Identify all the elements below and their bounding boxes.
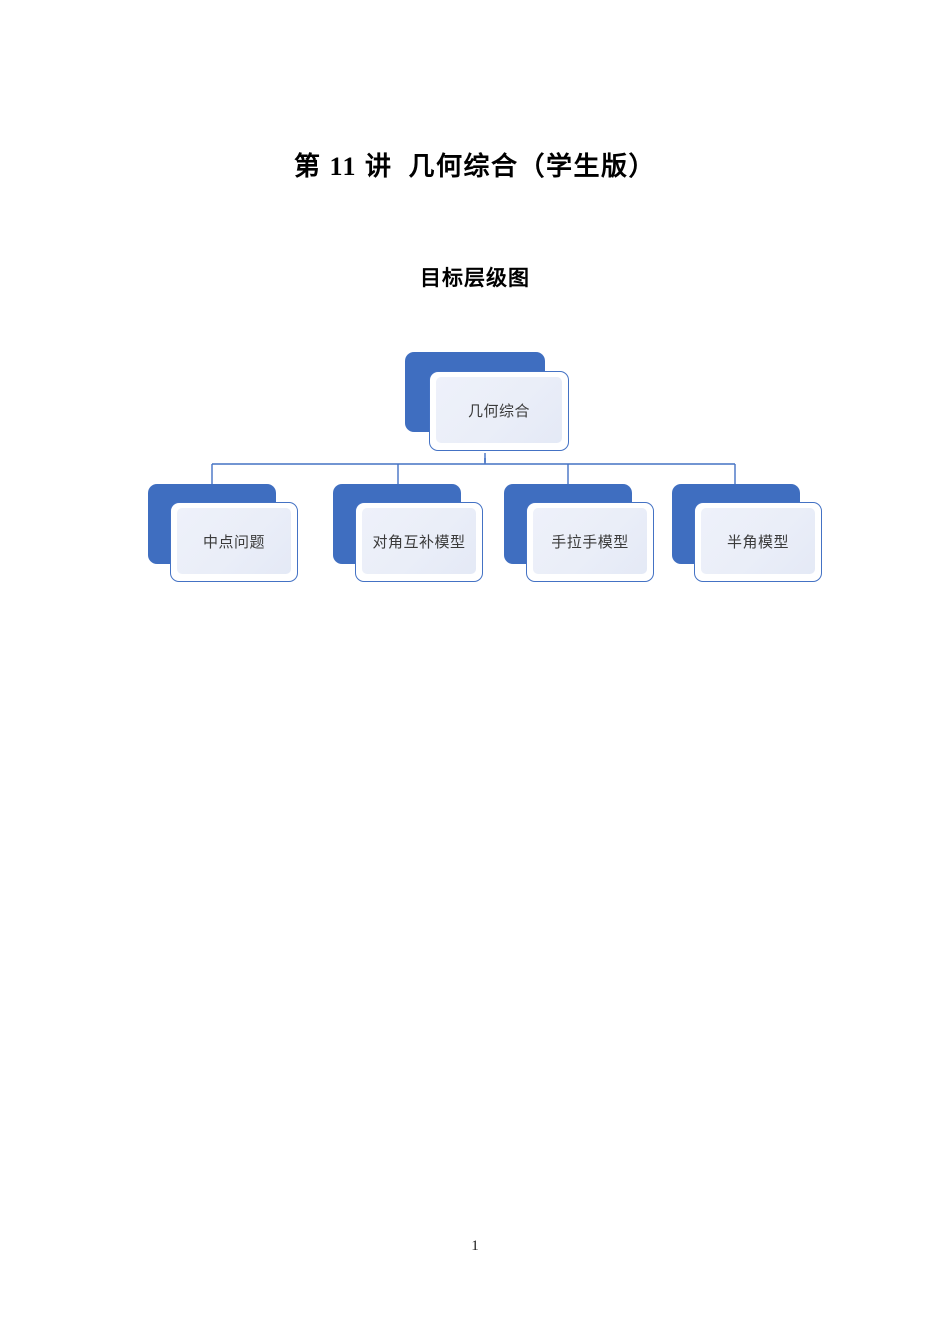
node-inner-layer: 中点问题: [177, 508, 291, 574]
node-inner-layer: 对角互补模型: [362, 508, 476, 574]
section-subtitle: 目标层级图: [420, 267, 530, 290]
page-number: 1: [471, 1238, 479, 1254]
node-label: 中点问题: [202, 534, 265, 551]
node-label: 对角互补模型: [372, 534, 466, 551]
page-title: 第 11 讲 几何综合（学生版）: [293, 152, 657, 181]
node-label: 几何综合: [467, 403, 530, 420]
node-inner-layer: 手拉手模型: [533, 508, 647, 574]
node-label: 手拉手模型: [551, 534, 629, 551]
hierarchy-diagram: 几何综合 中点问题 对角互补模型 手拉手模型: [0, 340, 950, 610]
node-label: 半角模型: [726, 534, 789, 551]
node-inner-layer: 半角模型: [701, 508, 815, 574]
node-inner-layer: 几何综合: [436, 377, 562, 443]
